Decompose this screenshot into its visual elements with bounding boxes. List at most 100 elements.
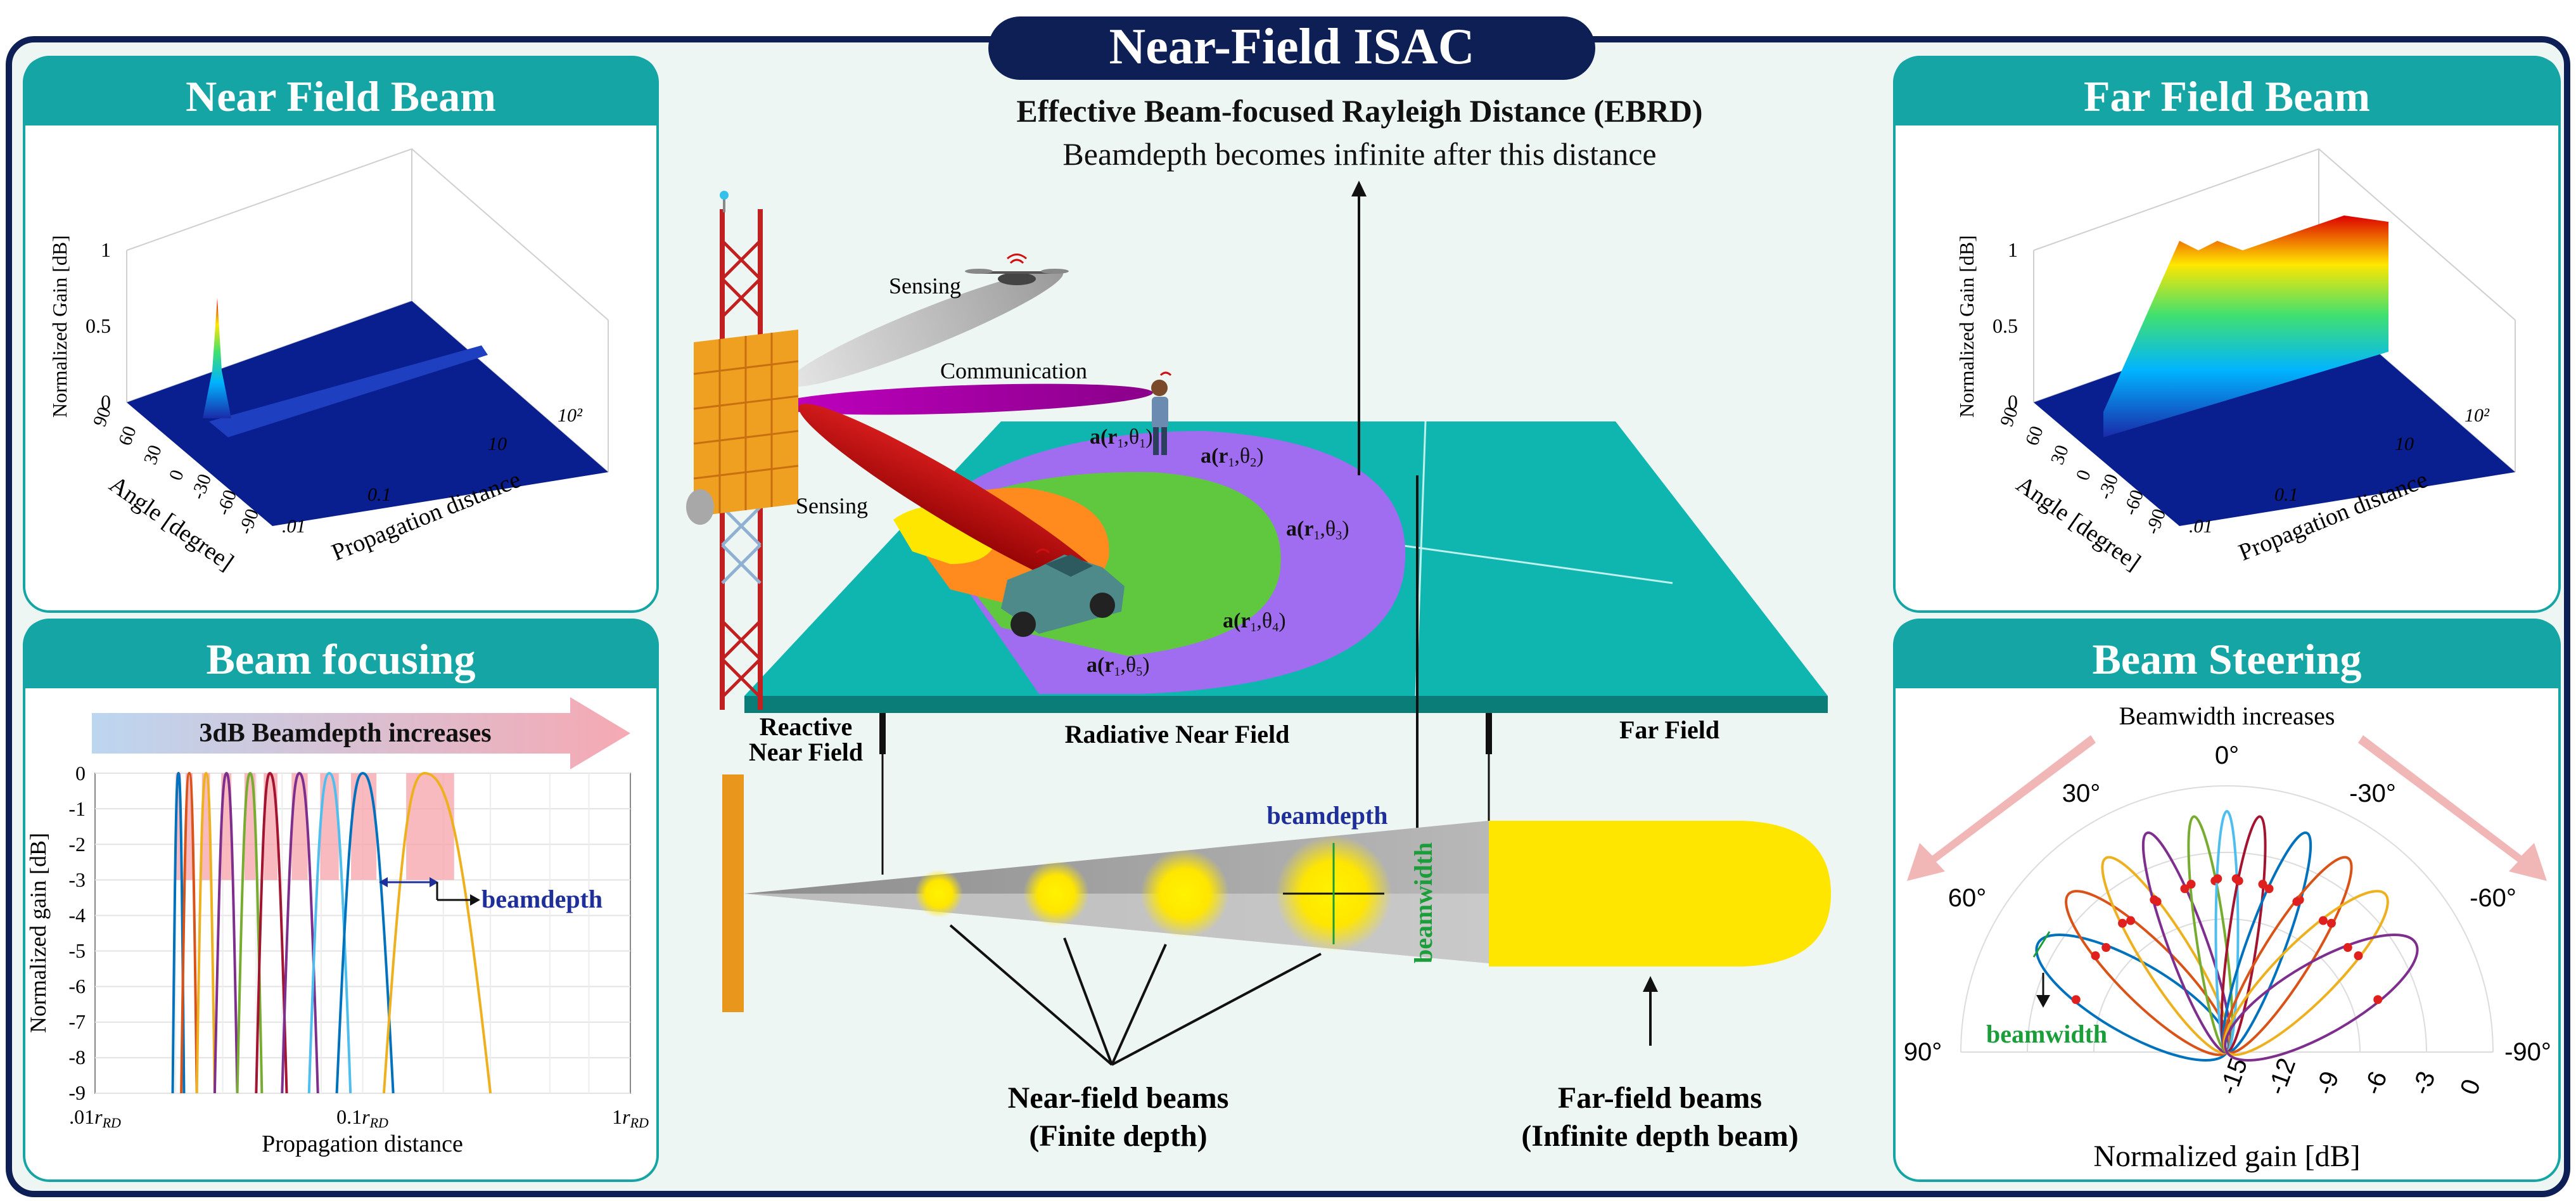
sensing-beam-red: [798, 404, 1115, 598]
beamdepth-increase-arrow: [92, 697, 630, 769]
bs-lobe-marker: [2343, 943, 2352, 953]
ff-zlabel: Normalized Gain [dB]: [1955, 235, 1978, 418]
bf-series-line: [382, 771, 492, 1094]
bf-xtick-num: 1: [612, 1105, 622, 1128]
bs-atick: 90°: [1904, 1038, 1942, 1066]
bs-lobe-marker: [2258, 880, 2267, 889]
bs-lobe-marker: [2101, 943, 2111, 953]
region-reactive-near-field: Reactive Near Field: [749, 712, 863, 766]
bs-lobe-marker: [2186, 880, 2196, 889]
scene-beamwidth-label: beamwidth: [1409, 842, 1438, 963]
bf-xtick-num: .01: [69, 1105, 94, 1128]
nf-dtick: 10: [488, 434, 507, 454]
bf-series-line: [213, 771, 239, 1094]
steering-vectors: a(r1,θ1) a(r1,θ2) a(r1,θ3) a(r1,θ4) a(r1…: [1087, 425, 1349, 679]
bf-beamdepth-arrowhead-l: [379, 877, 388, 887]
nf-zlabel: Normalized Gain [dB]: [48, 235, 71, 418]
bs-lobe-marker: [2126, 916, 2136, 925]
scene-floor-side: [744, 696, 1828, 713]
main-title: Near-Field ISAC: [1109, 19, 1475, 75]
far-field-surface-floor: [2034, 301, 2515, 526]
bf-series-line: [171, 771, 186, 1094]
label-communication: Communication: [940, 358, 1087, 383]
bs-beamwidth-arrow: [2032, 931, 2051, 958]
bs-lobe-marker: [2118, 918, 2127, 928]
bf-series-line: [195, 771, 216, 1094]
bf-xtick: .01rRD: [69, 1105, 121, 1131]
ff-ztick-0: 0: [2008, 390, 2018, 413]
sv-5: a(r1,θ5): [1087, 653, 1150, 679]
beam-steering-title: Beam Steering: [2093, 635, 2362, 683]
far-field-surface-wall: [2103, 215, 2388, 437]
far-beams-title: Far-field beams: [1558, 1081, 1762, 1115]
nf-distance-ticks: .01 0.1 10 10²: [282, 405, 583, 537]
bf-series: [171, 771, 492, 1094]
sensing-beam-top: [786, 269, 1064, 387]
panel-beam-steering: Beam Steering Beamwidth increases 0° 30°…: [1893, 619, 2561, 1182]
bf-ytick: -2: [68, 833, 86, 856]
communication-beam: [773, 383, 1153, 415]
tower-icon: [686, 191, 799, 710]
panel-far-field-beam: Far Field Beam 1 0.5 0 Normalized Gain […: [1893, 56, 2561, 613]
bf-ytick: -7: [68, 1010, 86, 1033]
region-reactive-line2: Near Field: [749, 738, 863, 766]
region-reactive-line1: Reactive: [760, 712, 853, 741]
sv-4: a(r1,θ4): [1223, 609, 1286, 634]
near-field-beam-title: Near Field Beam: [186, 72, 496, 120]
bs-lobe-marker: [2234, 876, 2243, 885]
bf-beamdepth-band: [175, 773, 181, 880]
bf-series-line: [307, 771, 352, 1094]
bs-atick: -60°: [2470, 884, 2516, 912]
label-sensing-left: Sensing: [796, 493, 868, 518]
bf-ylabel: Normalized gain [dB]: [25, 833, 51, 1033]
bf-series-line: [180, 771, 198, 1094]
bs-lobes: [2035, 810, 2419, 1062]
far-beams-sub: (Infinite depth beam): [1521, 1119, 1798, 1153]
bf-beamdepth-arrowhead-r: [430, 877, 438, 887]
bf-series-line: [236, 771, 264, 1094]
bs-atick: 0°: [2215, 742, 2239, 769]
car-icon: [1001, 548, 1125, 637]
bf-xtick: 1rRD: [612, 1105, 649, 1131]
bs-lobe-marker: [2071, 995, 2081, 1005]
region-divider-2: [1486, 713, 1492, 754]
bs-top-label: Beamwidth increases: [2119, 702, 2335, 730]
bs-lobe-marker: [2180, 884, 2190, 894]
bf-series-line: [335, 771, 395, 1094]
bf-beamdepth-band: [264, 773, 277, 880]
ebrd-subtitle: Beamdepth becomes infinite after this di…: [1062, 136, 1656, 172]
bf-series-line: [255, 771, 288, 1094]
far-field-beam: [1489, 821, 1831, 967]
sv-2: a(r1,θ2): [1201, 444, 1264, 470]
ff-ztick-05: 0.5: [1993, 314, 2018, 337]
bf-beamdepth-pointer-head: [470, 894, 480, 906]
bs-lobe: [2224, 934, 2419, 1062]
bf-xtick: 0.1rRD: [336, 1105, 388, 1131]
ebrd-arrowhead: [1351, 181, 1367, 196]
bf-ytick: -8: [68, 1046, 86, 1069]
bf-xticks: .01rRD 0.1rRD 1rRD: [69, 1105, 649, 1131]
drone-icon: [965, 254, 1069, 285]
bs-atick: -90°: [2504, 1038, 2551, 1066]
bs-lobe-marker: [2292, 897, 2302, 906]
ff-distance-ticks: .01 0.1 10 10²: [2189, 405, 2490, 537]
bs-atick: 30°: [2062, 780, 2101, 807]
beamdepth-increase-label: 3dB Beamdepth increases: [199, 719, 491, 748]
focal-spot-2: [1023, 861, 1089, 927]
bs-beamwidth-pointer-head: [2036, 995, 2050, 1008]
bs-lobe-marker: [2373, 995, 2383, 1005]
ebrd-title: Effective Beam-focused Rayleigh Distance…: [1016, 93, 1702, 129]
nf-dtick: .01: [282, 516, 306, 537]
ff-dtick: 10: [2395, 434, 2414, 454]
bs-lobe-marker: [2354, 951, 2363, 961]
near-beams-title: Near-field beams: [1008, 1081, 1229, 1115]
bf-ytick: 0: [75, 762, 86, 785]
person-icon: [1151, 371, 1172, 455]
center-scene: a(r1,θ1) a(r1,θ2) a(r1,θ3) a(r1,θ4) a(r1…: [686, 181, 1831, 1153]
bs-atick: 60°: [1948, 884, 1987, 912]
scene-beamdepth-label: beamdepth: [1266, 801, 1387, 830]
array-bar: [722, 774, 744, 1012]
bs-lobe-marker: [2318, 916, 2328, 925]
bf-ytick: -9: [68, 1081, 86, 1104]
